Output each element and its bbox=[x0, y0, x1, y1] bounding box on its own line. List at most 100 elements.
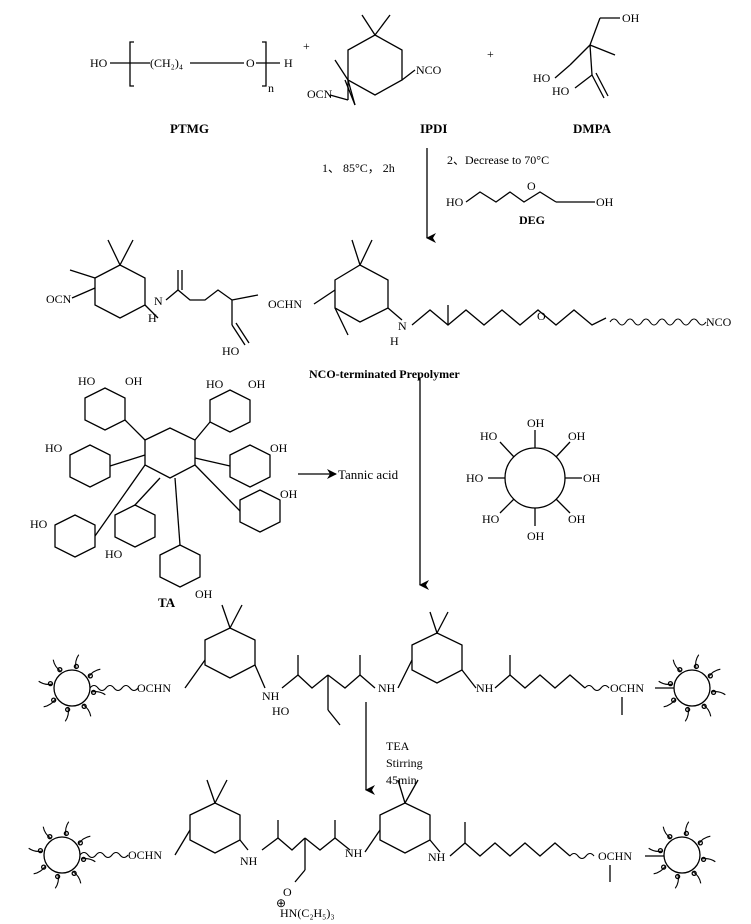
tannic-arrow-label: Tannic acid bbox=[338, 467, 399, 482]
tannic-arm bbox=[698, 835, 711, 845]
tannic-arm bbox=[42, 826, 52, 839]
svg-text:HO: HO bbox=[466, 471, 484, 485]
tannic-arm bbox=[708, 668, 721, 678]
tannic-arm bbox=[672, 659, 682, 672]
svg-text:OH: OH bbox=[568, 512, 586, 526]
tannic-arm bbox=[78, 835, 91, 845]
tannic-oxygen-dot bbox=[87, 673, 93, 679]
tannic-arm bbox=[648, 847, 663, 852]
ptmg-o: O bbox=[246, 56, 255, 70]
svg-text:NH: NH bbox=[262, 689, 280, 703]
dmpa-label: DMPA bbox=[573, 121, 612, 136]
svg-text:OCHN: OCHN bbox=[137, 681, 171, 695]
product-structure: OCHN NH O ⊕ HN(C₂H₅)₃ NH NH OCHN bbox=[43, 779, 701, 920]
svg-text:OCHN: OCHN bbox=[610, 681, 644, 695]
ipdi-nco-right: NCO bbox=[416, 63, 442, 77]
ipdi-label: IPDI bbox=[420, 121, 447, 136]
svg-text:OCHN: OCHN bbox=[128, 848, 162, 862]
ta-label: TA bbox=[158, 595, 176, 610]
tannic-arm bbox=[43, 698, 56, 708]
svg-text:NH: NH bbox=[476, 681, 494, 695]
prepolymer-nh1: N bbox=[154, 294, 163, 308]
dmpa-oh-top: OH bbox=[622, 11, 640, 25]
prepolymer-nco-end: NCO bbox=[706, 315, 732, 329]
tannic-arm bbox=[674, 874, 679, 889]
tannic-arm bbox=[695, 654, 700, 669]
svg-text:O: O bbox=[283, 885, 292, 899]
ipdi-structure: NCO OCN bbox=[307, 14, 442, 106]
tannic-oxygen-dot bbox=[41, 864, 47, 870]
dmpa-structure: OH HO HO bbox=[533, 11, 640, 99]
tannic-arm bbox=[65, 821, 70, 836]
tannic-arm bbox=[692, 871, 702, 884]
tannic-oxygen-dot bbox=[697, 840, 703, 846]
tannic-oxygen-dot bbox=[77, 840, 83, 846]
time-label: 45min bbox=[386, 773, 417, 787]
tannic-arm bbox=[28, 847, 43, 852]
dmpa-cooh: HO bbox=[552, 84, 570, 98]
tannic-arm bbox=[702, 704, 712, 717]
tannic-oxygen-dot bbox=[661, 864, 667, 870]
svg-text:NH: NH bbox=[345, 846, 363, 860]
tannic-arm bbox=[38, 680, 53, 685]
svg-text:OH: OH bbox=[270, 441, 288, 455]
svg-text:OH: OH bbox=[527, 416, 545, 430]
tannic-oxygen-dot bbox=[47, 680, 54, 687]
tannic-arm bbox=[75, 654, 80, 669]
tannic-oxygen-dot bbox=[63, 830, 70, 837]
svg-text:OH: OH bbox=[195, 587, 213, 601]
svg-text:OH: OH bbox=[568, 429, 586, 443]
tannic-oxygen-dot bbox=[671, 697, 677, 703]
svg-text:NH: NH bbox=[428, 850, 446, 864]
tannic-arm bbox=[33, 865, 46, 875]
tannic-oxygen-dot bbox=[707, 673, 713, 679]
svg-text:OH: OH bbox=[527, 529, 545, 543]
ptmg-h: H bbox=[284, 56, 293, 70]
svg-text:OH: OH bbox=[125, 374, 143, 388]
tannic-oxygen-dot bbox=[691, 870, 697, 876]
ipdi-nco-left: OCN bbox=[307, 87, 333, 101]
tannic-oxygen-dot bbox=[710, 689, 717, 696]
ptmg-label: PTMG bbox=[170, 121, 209, 136]
svg-text:NH: NH bbox=[240, 854, 258, 868]
tannic-oxygen-dot bbox=[677, 667, 683, 673]
tannic-oxygen-dot bbox=[90, 689, 97, 696]
deg-label: DEG bbox=[519, 213, 545, 227]
svg-text:HO: HO bbox=[480, 429, 498, 443]
condition-1: 1、 85°C， 2h bbox=[322, 161, 395, 175]
tannic-oxygen-dot bbox=[57, 667, 63, 673]
tannic-oxygen-dot bbox=[693, 663, 700, 670]
stirring-label: Stirring bbox=[386, 756, 423, 770]
svg-text:NH: NH bbox=[378, 681, 396, 695]
svg-text:HO: HO bbox=[45, 441, 63, 455]
plus-2: + bbox=[487, 47, 494, 61]
tannic-arm bbox=[711, 691, 726, 696]
tannic-arm bbox=[88, 668, 101, 678]
tannic-arm bbox=[684, 707, 689, 722]
tannic-oxygen-dot bbox=[37, 847, 44, 854]
ptmg-n: n bbox=[268, 81, 274, 95]
svg-text:OH: OH bbox=[583, 471, 601, 485]
tannic-oxygen-dot bbox=[64, 706, 71, 713]
prepolymer-h1: H bbox=[148, 311, 157, 325]
svg-text:HO: HO bbox=[272, 704, 290, 718]
svg-text:HO: HO bbox=[78, 374, 96, 388]
tannic-oxygen-dot bbox=[657, 847, 664, 854]
deg-structure: HO O OH bbox=[446, 179, 614, 209]
svg-text:HN(C₂H₅)₃: HN(C₂H₅)₃ bbox=[280, 906, 335, 920]
tannic-oxygen-dot bbox=[667, 680, 674, 687]
svg-text:OH: OH bbox=[280, 487, 298, 501]
prepolymer-label: NCO-terminated Prepolymer bbox=[309, 367, 460, 381]
dmpa-ho-left: HO bbox=[533, 71, 551, 85]
tannic-oxygen-dot bbox=[71, 870, 77, 876]
svg-text:HO: HO bbox=[30, 517, 48, 531]
prepolymer-nh2: N bbox=[398, 319, 407, 333]
polyol-symbol: OH HO OH HO OH HO OH OH bbox=[466, 416, 601, 543]
tannic-oxygen-dot bbox=[81, 703, 87, 709]
tannic-arm bbox=[64, 707, 69, 722]
tannic-oxygen-dot bbox=[80, 856, 87, 863]
intermediate-structure: OCHN NH HO NH NH OCHN bbox=[53, 604, 711, 726]
tannic-oxygen-dot bbox=[701, 703, 707, 709]
svg-text:⊕: ⊕ bbox=[276, 896, 286, 910]
